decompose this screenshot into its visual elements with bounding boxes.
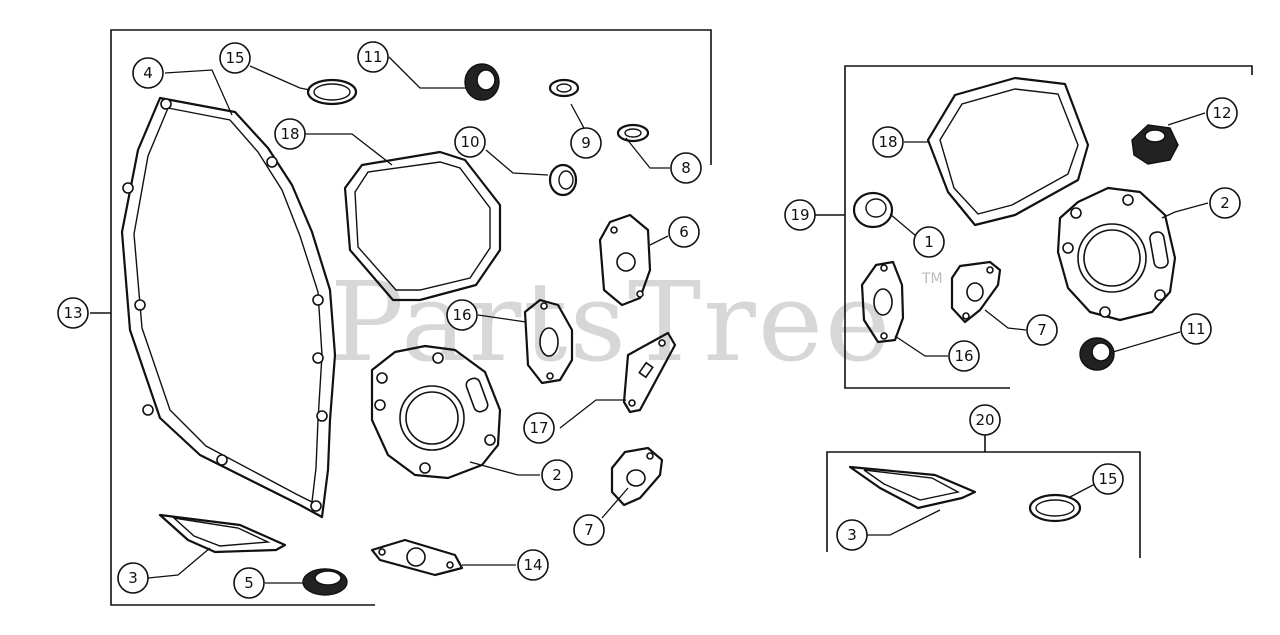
part-washer-9: [548, 78, 580, 98]
part-o-ring-15a: [306, 78, 358, 106]
part-head-gasket-2b: [1056, 186, 1177, 322]
part-o-ring-15b: [1028, 493, 1082, 523]
part-oil-seal-5: [302, 568, 348, 596]
svg-text:7: 7: [1037, 321, 1047, 339]
kit-19-bracket: [815, 65, 1253, 389]
callout-15-right: 15: [1092, 463, 1124, 495]
svg-text:17: 17: [529, 419, 548, 437]
svg-text:18: 18: [280, 125, 299, 143]
callout-10: 10: [454, 126, 486, 158]
part-gasket-7a: [610, 446, 664, 507]
kit-20-bracket: [826, 433, 1141, 558]
part-washer-8: [616, 123, 650, 143]
svg-text:3: 3: [128, 569, 138, 587]
callout-13: 13: [57, 297, 89, 329]
part-nut-12: [1131, 124, 1179, 165]
part-breather-gasket-3a: [158, 513, 287, 554]
part-carburetor-gasket-6: [598, 213, 652, 307]
kit-13-bracket: [90, 29, 712, 606]
svg-text:1: 1: [924, 233, 934, 251]
svg-text:11: 11: [1186, 320, 1205, 338]
svg-text:10: 10: [460, 133, 479, 151]
part-seal-10: [548, 163, 578, 197]
callout-11-right: 11: [1180, 313, 1212, 345]
callout-6: 6: [668, 216, 700, 248]
callout-2-right: 2: [1209, 187, 1241, 219]
callout-20: 20: [969, 404, 1001, 436]
callout-16-right: 16: [948, 340, 980, 372]
callout-11: 11: [357, 41, 389, 73]
callout-1: 1: [913, 226, 945, 258]
part-plate-gasket-17: [622, 331, 677, 414]
callout-5: 5: [233, 567, 265, 599]
part-exhaust-gasket-16a: [523, 298, 574, 385]
svg-text:15: 15: [1098, 470, 1117, 488]
svg-text:8: 8: [681, 159, 691, 177]
callout-4: 4: [132, 57, 164, 89]
callout-15: 15: [219, 42, 251, 74]
part-gasket-14: [370, 538, 464, 577]
callout-7-right: 7: [1026, 314, 1058, 346]
leader-lines: [147, 56, 1209, 584]
callout-18: 18: [274, 118, 306, 150]
svg-text:16: 16: [452, 306, 471, 324]
svg-text:6: 6: [679, 223, 689, 241]
svg-text:11: 11: [363, 48, 382, 66]
svg-text:14: 14: [523, 556, 542, 574]
callout-16: 16: [446, 299, 478, 331]
part-seal-11a: [464, 63, 500, 101]
svg-text:13: 13: [63, 304, 82, 322]
callout-9: 9: [570, 127, 602, 159]
watermark: PartsTree: [330, 258, 892, 386]
part-valve-cover-gasket-18b: [926, 76, 1090, 227]
callout-12: 12: [1206, 97, 1238, 129]
part-crankcase-gasket: [120, 96, 337, 519]
svg-text:2: 2: [1220, 194, 1230, 212]
part-breather-gasket-3b: [848, 465, 977, 510]
svg-text:9: 9: [581, 134, 591, 152]
part-seal-1: [852, 191, 894, 229]
svg-text:5: 5: [244, 574, 254, 592]
callout-3-right: 3: [836, 519, 868, 551]
watermark-trademark: TM: [921, 271, 943, 287]
svg-text:16: 16: [954, 347, 973, 365]
callout-14: 14: [517, 549, 549, 581]
svg-text:7: 7: [584, 521, 594, 539]
svg-text:2: 2: [552, 466, 562, 484]
part-head-gasket-2a: [370, 344, 502, 480]
part-exhaust-gasket-16b: [860, 260, 905, 344]
part-valve-cover-gasket-18a: [343, 150, 502, 302]
callout-8: 8: [670, 152, 702, 184]
callout-2: 2: [541, 459, 573, 491]
part-gasket-7b: [950, 260, 1002, 324]
callout-19: 19: [784, 199, 816, 231]
svg-text:20: 20: [975, 411, 994, 429]
part-seal-11b: [1079, 337, 1115, 371]
callout-18-right: 18: [872, 126, 904, 158]
svg-text:4: 4: [143, 64, 153, 82]
svg-text:3: 3: [847, 526, 857, 544]
svg-text:18: 18: [878, 133, 897, 151]
svg-text:15: 15: [225, 49, 244, 67]
svg-text:12: 12: [1212, 104, 1231, 122]
svg-text:19: 19: [790, 206, 809, 224]
callout-17: 17: [523, 412, 555, 444]
callout-7: 7: [573, 514, 605, 546]
callout-3: 3: [117, 562, 149, 594]
